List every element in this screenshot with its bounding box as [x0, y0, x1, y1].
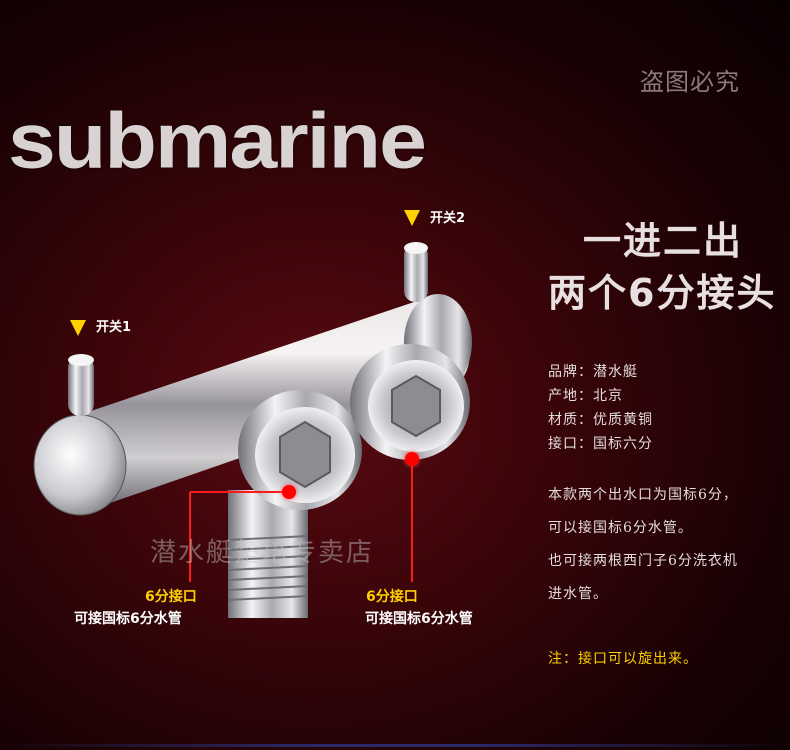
description-line-2: 可以接国标6分水管。	[548, 520, 693, 536]
down-arrow-icon	[70, 320, 86, 336]
spec-origin: 产地：北京	[548, 388, 623, 404]
right-outlet	[350, 344, 470, 460]
spec-material: 材质：优质黄铜	[548, 412, 653, 428]
description-line-3: 也可接两根西门子6分洗衣机	[548, 553, 738, 569]
note-text: 注：接口可以旋出来。	[548, 651, 698, 667]
headline-line2: 两个6分接头	[548, 271, 777, 315]
left-outlet	[238, 390, 362, 510]
right-port-title: 6分接口	[366, 589, 418, 605]
headline-line1: 一进二出	[583, 219, 744, 263]
description-line-4: 进水管。	[548, 586, 608, 602]
switch-2-label: 开关2	[430, 211, 466, 226]
brand-title: submarine	[8, 96, 427, 186]
switch-handle-1	[68, 354, 94, 416]
left-port-marker	[282, 485, 296, 499]
bottom-divider	[0, 744, 790, 747]
description-line-1: 本款两个出水口为国标6分，	[548, 487, 738, 503]
left-port-subtitle: 可接国标6分水管	[74, 611, 182, 627]
shop-watermark: 潜水艇楚培专卖店	[150, 538, 375, 568]
down-arrow-icon	[404, 210, 420, 226]
inlet-pipe	[227, 490, 309, 618]
right-port-marker	[405, 452, 419, 466]
switch-handle-2	[404, 242, 428, 302]
copyright-watermark: 盗图必究	[640, 68, 740, 96]
spec-interface: 接口：国标六分	[548, 436, 653, 452]
right-port-subtitle: 可接国标6分水管	[365, 611, 473, 627]
spec-brand: 品牌：潜水艇	[548, 364, 638, 380]
left-port-title: 6分接口	[145, 589, 197, 605]
switch-1-label: 开关1	[96, 320, 132, 335]
callout-lines	[189, 460, 413, 582]
